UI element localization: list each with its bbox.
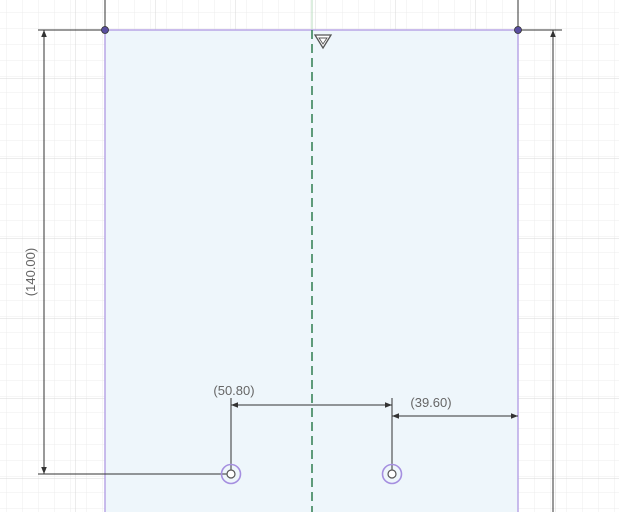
sketch-point-icon[interactable] bbox=[101, 26, 109, 34]
sketch-point-icon[interactable] bbox=[514, 26, 522, 34]
hole-center-icon[interactable] bbox=[220, 463, 242, 485]
edge-offset-dimension-label[interactable]: (39.60) bbox=[410, 395, 451, 410]
hole-spacing-dimension-label[interactable]: (50.80) bbox=[213, 383, 254, 398]
height-dimension-label[interactable]: (140.00) bbox=[23, 248, 38, 296]
hole-center-icon[interactable] bbox=[381, 463, 403, 485]
constraint-triangle-icon[interactable] bbox=[313, 34, 333, 50]
